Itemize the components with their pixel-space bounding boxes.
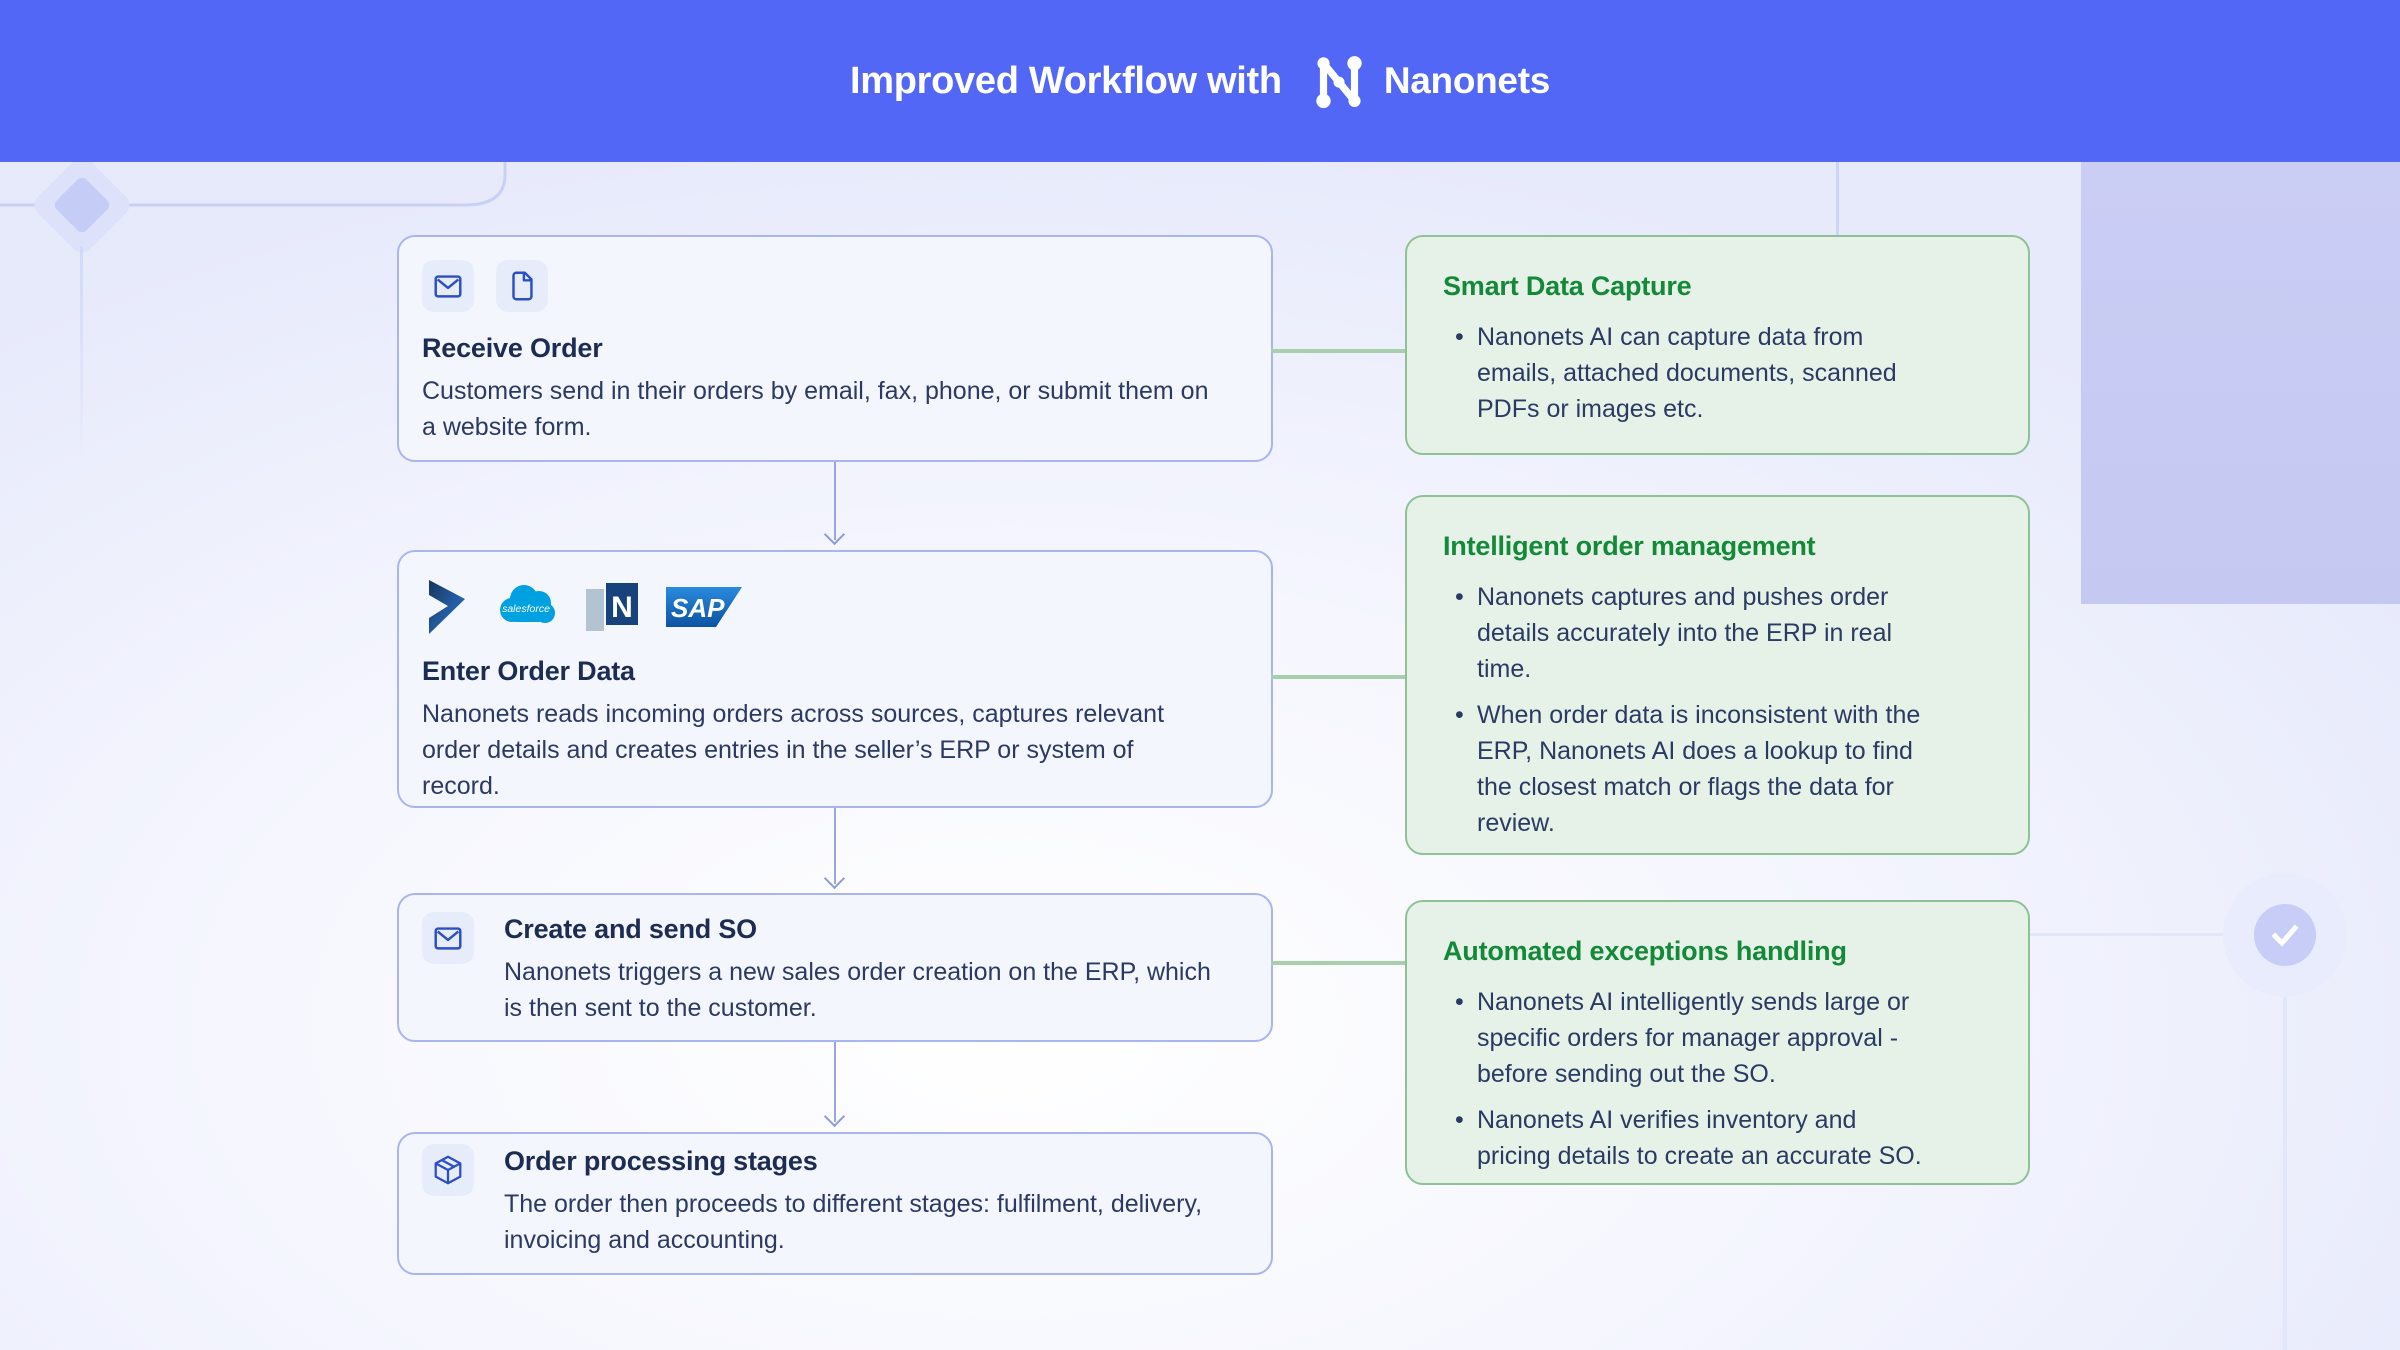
checkmark-vertical-line xyxy=(2283,995,2287,1350)
sap-wordmark: SAP xyxy=(671,593,725,623)
bullet-text: Nanonets AI intelligently sends large or… xyxy=(1477,988,1910,1088)
callout-automated-exceptions-handling: Automated exceptions handling Nanonets A… xyxy=(1405,900,2030,1185)
background-purple-rectangle xyxy=(2081,162,2400,604)
step-icon-row xyxy=(422,260,1245,312)
flowchart-corner-line xyxy=(0,160,507,207)
callout-bullet: Nanonets AI can capture data from emails… xyxy=(1443,319,1990,427)
flow-step-order-processing: Order processing stages The order then p… xyxy=(397,1132,1273,1275)
callout-bullet-list: Nanonets AI can capture data from emails… xyxy=(1443,319,1990,427)
step-text-column: Order processing stages The order then p… xyxy=(504,1144,1202,1258)
icon-chip xyxy=(422,260,474,312)
step-description: Nanonets triggers a new sales order crea… xyxy=(504,958,1211,1022)
flow-step-create-send-so: Create and send SO Nanonets triggers a n… xyxy=(397,893,1273,1042)
callout-bullet: Nanonets AI intelligently sends large or… xyxy=(1443,984,1990,1092)
nanonets-logo-icon xyxy=(1316,56,1362,109)
callout-bullet-list: Nanonets captures and pushes order detai… xyxy=(1443,579,1990,841)
callout-title: Automated exceptions handling xyxy=(1443,936,1847,966)
step-text-column: Create and send SO Nanonets triggers a n… xyxy=(504,912,1211,1026)
bullet-text: Nanonets AI verifies inventory and prici… xyxy=(1477,1106,1922,1170)
callout-connector-line xyxy=(1271,961,1407,965)
bullet-text: When order data is inconsistent with the… xyxy=(1477,701,1921,837)
step-title: Receive Order xyxy=(422,333,603,363)
callout-title: Smart Data Capture xyxy=(1443,271,1692,301)
callout-connector-line xyxy=(1271,675,1407,679)
step-title: Order processing stages xyxy=(504,1146,818,1176)
icon-chip xyxy=(422,912,474,964)
brand-name: Nanonets xyxy=(1383,60,1551,101)
flow-arrow-head xyxy=(823,867,846,890)
salesforce-wordmark: salesforce xyxy=(502,603,550,615)
flow-step-enter-order-data: salesforce N SAP Enter Order Data Nanone… xyxy=(397,550,1273,808)
netsuite-letter: N xyxy=(611,591,633,624)
brand-lockup: Nanonets xyxy=(1308,50,1550,112)
erp-logo-row: salesforce N SAP xyxy=(422,578,1245,636)
step-description: Customers send in their orders by email,… xyxy=(422,377,1209,441)
icon-chip xyxy=(422,1144,474,1196)
callout-bullet-list: Nanonets AI intelligently sends large or… xyxy=(1443,984,1990,1174)
flow-step-receive-order: Receive Order Customers send in their or… xyxy=(397,235,1273,462)
checkmark-icon xyxy=(2254,904,2316,966)
callout-bullet: Nanonets AI verifies inventory and prici… xyxy=(1443,1102,1990,1174)
icon-chip xyxy=(496,260,548,312)
flow-arrow-line xyxy=(834,462,836,540)
step-description: Nanonets reads incoming orders across so… xyxy=(422,700,1165,800)
flow-arrow-head xyxy=(823,1105,846,1128)
callout-intelligent-order-management: Intelligent order management Nanonets ca… xyxy=(1405,495,2030,855)
envelope-icon xyxy=(434,275,462,298)
microsoft-dynamics-logo xyxy=(429,580,465,634)
callout-bullet: Nanonets captures and pushes order detai… xyxy=(1443,579,1990,687)
flow-arrow-line xyxy=(834,1042,836,1122)
flow-arrow-head xyxy=(823,523,846,546)
flow-arrow-line xyxy=(834,808,836,884)
netsuite-logo: N xyxy=(586,583,638,631)
bullet-text: Nanonets AI can capture data from emails… xyxy=(1477,323,1897,423)
checkmark-connector-line xyxy=(2030,933,2226,936)
page-title: Improved Workflow with xyxy=(849,59,1282,102)
diamond-connector-line xyxy=(80,246,83,461)
step-content-row: Create and send SO Nanonets triggers a n… xyxy=(422,912,1245,1026)
step-content-row: Order processing stages The order then p… xyxy=(422,1144,1245,1258)
callout-smart-data-capture: Smart Data Capture Nanonets AI can captu… xyxy=(1405,235,2030,455)
callout-title: Intelligent order management xyxy=(1443,531,1816,561)
salesforce-logo: salesforce xyxy=(500,585,555,623)
step-title: Enter Order Data xyxy=(422,656,635,686)
callout-bullet: When order data is inconsistent with the… xyxy=(1443,697,1990,841)
bullet-text: Nanonets captures and pushes order detai… xyxy=(1477,583,1893,683)
step-description: The order then proceeds to different sta… xyxy=(504,1190,1203,1254)
header-banner: Improved Workflow with Nanonets xyxy=(0,0,2400,162)
package-icon xyxy=(434,1155,462,1185)
sap-logo: SAP xyxy=(666,587,742,627)
background-vertical-line xyxy=(1836,162,1839,236)
envelope-icon xyxy=(434,927,462,950)
document-icon xyxy=(512,271,533,301)
step-title: Create and send SO xyxy=(504,914,757,944)
callout-connector-line xyxy=(1271,349,1407,353)
